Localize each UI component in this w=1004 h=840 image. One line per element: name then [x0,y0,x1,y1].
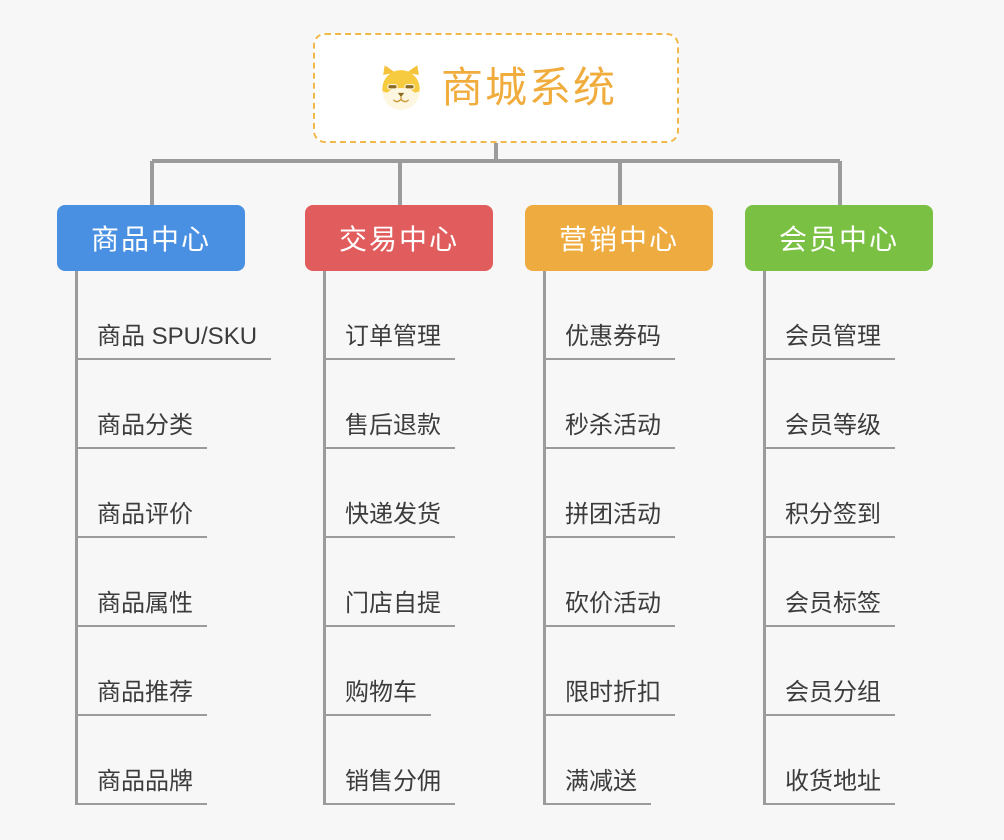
branch-header-member-center[interactable]: 会员中心 [745,205,933,271]
leaf-stack-trade-center: 订单管理 售后退款 快递发货 门店自提 购物车 销售分佣 [305,271,493,805]
branch-product-center: 商品中心 商品 SPU/SKU 商品分类 商品评价 商品属性 商品推荐 商品品牌 [57,205,272,805]
leaf-item[interactable]: 商品评价 [75,449,271,538]
leaf-item[interactable]: 订单管理 [323,271,493,360]
leaf-label: 门店自提 [323,590,455,627]
leaf-item[interactable]: 商品 SPU/SKU [75,271,272,360]
leaf-label: 拼团活动 [543,501,675,538]
leaf-label: 满减送 [543,768,651,805]
leaf-item[interactable]: 门店自提 [323,538,493,627]
tree-spine [543,271,546,805]
leaf-stack-product-center: 商品 SPU/SKU 商品分类 商品评价 商品属性 商品推荐 商品品牌 [57,271,272,805]
leaf-item[interactable]: 会员管理 [763,271,933,360]
leaf-item[interactable]: 会员分组 [763,627,933,716]
leaf-label: 会员分组 [763,679,895,716]
root-node[interactable]: 商城系统 [313,33,679,143]
leaf-item[interactable]: 销售分佣 [323,716,493,805]
leaf-item[interactable]: 拼团活动 [543,449,713,538]
branch-member-center: 会员中心 会员管理 会员等级 积分签到 会员标签 会员分组 收货地址 [745,205,933,805]
leaf-item[interactable]: 快递发货 [323,449,493,538]
leaf-item[interactable]: 商品属性 [75,538,271,627]
leaf-label: 积分签到 [763,501,895,538]
leaf-label: 优惠券码 [543,323,675,360]
leaf-label: 会员管理 [763,323,895,360]
leaf-item[interactable]: 收货地址 [763,716,933,805]
leaf-label: 会员标签 [763,590,895,627]
leaf-item[interactable]: 限时折扣 [543,627,713,716]
leaf-item[interactable]: 会员等级 [763,360,933,449]
leaf-label: 商品推荐 [75,679,207,716]
branch-header-label: 商品中心 [90,224,211,255]
root-title: 商城系统 [440,64,617,111]
shiba-dog-face-icon [382,65,420,110]
leaf-label: 售后退款 [323,412,455,449]
leaf-label: 商品评价 [75,501,207,538]
tree-spine [763,271,766,805]
leaf-label: 限时折扣 [543,679,675,716]
tree-spine [75,271,78,805]
leaf-label: 订单管理 [323,323,455,360]
leaf-label: 秒杀活动 [543,412,675,449]
leaf-item[interactable]: 砍价活动 [543,538,713,627]
leaf-item[interactable]: 秒杀活动 [543,360,713,449]
leaf-label: 商品品牌 [75,768,207,805]
leaf-label: 销售分佣 [323,768,455,805]
tree-spine [323,271,326,805]
leaf-item[interactable]: 商品分类 [75,360,271,449]
leaf-label: 商品分类 [75,412,207,449]
leaf-label: 砍价活动 [543,590,675,627]
leaf-item[interactable]: 会员标签 [763,538,933,627]
leaf-item[interactable]: 优惠券码 [543,271,713,360]
leaf-label: 购物车 [323,679,431,716]
leaf-item[interactable]: 商品推荐 [75,627,271,716]
leaf-item[interactable]: 购物车 [323,627,493,716]
leaf-stack-member-center: 会员管理 会员等级 积分签到 会员标签 会员分组 收货地址 [745,271,933,805]
branch-marketing-center: 营销中心 优惠券码 秒杀活动 拼团活动 砍价活动 限时折扣 满减送 [525,205,713,805]
leaf-label: 收货地址 [763,768,895,805]
leaf-item[interactable]: 积分签到 [763,449,933,538]
leaf-item[interactable]: 满减送 [543,716,713,805]
leaf-label: 商品属性 [75,590,207,627]
leaf-item[interactable]: 售后退款 [323,360,493,449]
branch-header-label: 会员中心 [778,224,899,255]
branch-header-label: 营销中心 [558,224,679,255]
branch-header-product-center[interactable]: 商品中心 [57,205,245,271]
branch-header-label: 交易中心 [338,224,459,255]
branch-header-trade-center[interactable]: 交易中心 [305,205,493,271]
branch-header-marketing-center[interactable]: 营销中心 [525,205,713,271]
leaf-label: 商品 SPU/SKU [75,323,272,360]
leaf-item[interactable]: 商品品牌 [75,716,271,805]
leaf-stack-marketing-center: 优惠券码 秒杀活动 拼团活动 砍价活动 限时折扣 满减送 [525,271,713,805]
branch-trade-center: 交易中心 订单管理 售后退款 快递发货 门店自提 购物车 销售分佣 [305,205,493,805]
leaf-label: 会员等级 [763,412,895,449]
leaf-label: 快递发货 [323,501,455,538]
